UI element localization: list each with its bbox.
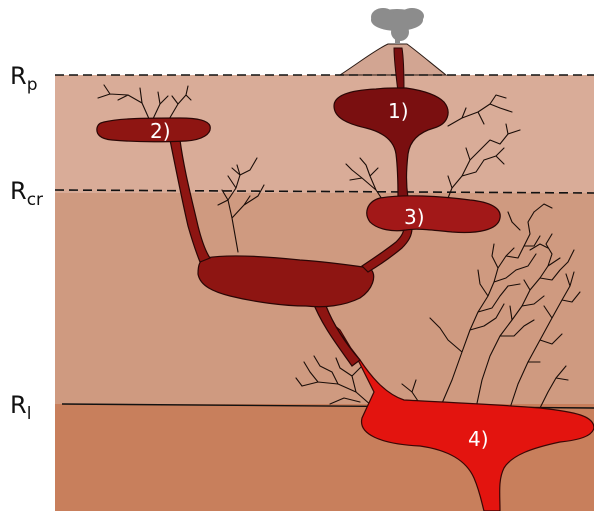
- magma-chamber-3: [367, 196, 500, 233]
- smoke-plume-icon: [371, 8, 424, 44]
- chamber-label-4: 4): [468, 427, 489, 451]
- chamber-label-1: 1): [388, 99, 409, 123]
- chamber-label-2: 2): [150, 119, 171, 143]
- level-label-rcr: Rcr: [10, 177, 43, 210]
- chamber-label-3: 3): [404, 205, 425, 229]
- volcano-icon: [340, 44, 446, 75]
- level-label-rl: Rl: [10, 391, 31, 424]
- level-label-rp: Rp: [10, 62, 37, 95]
